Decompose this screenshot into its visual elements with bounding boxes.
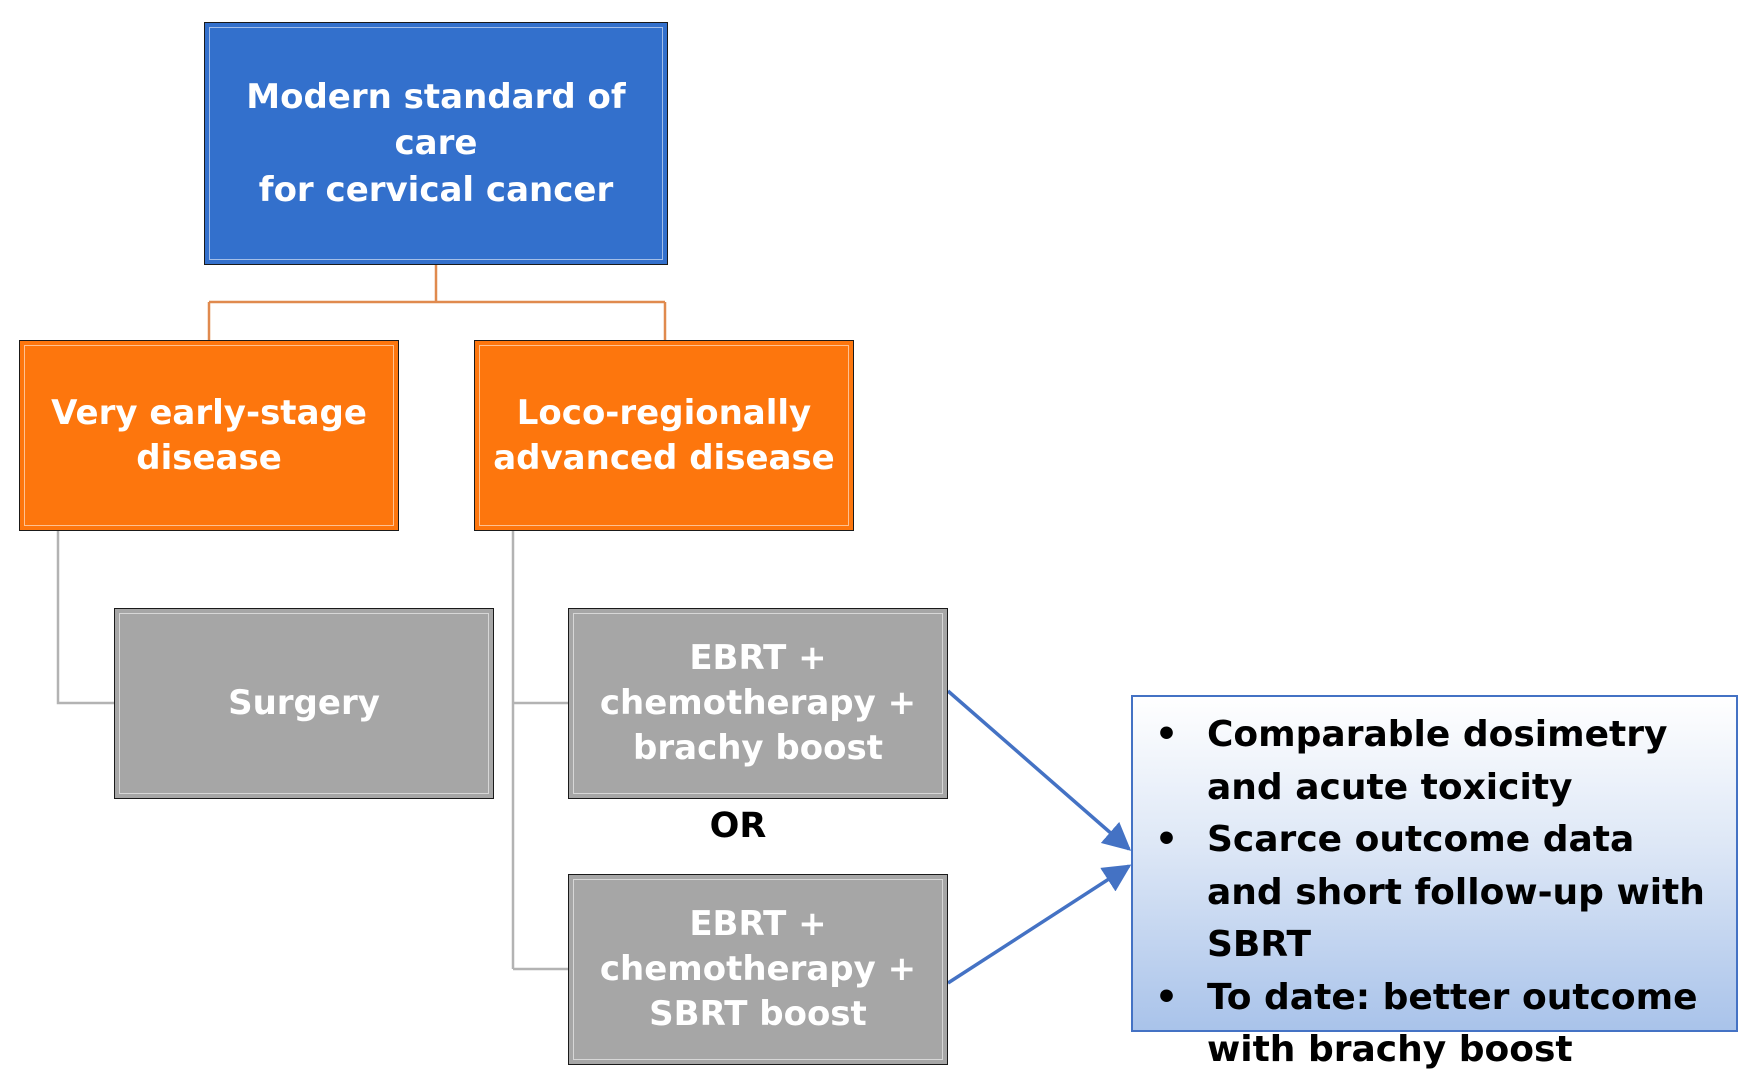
treatment-node-brachy-boost: EBRT + chemotherapy + brachy boost bbox=[568, 608, 948, 799]
branch-node-early-label: Very early-stage disease bbox=[51, 392, 367, 478]
treatment-node-surgery-label: Surgery bbox=[228, 683, 380, 724]
branch-node-advanced: Loco-regionally advanced disease bbox=[474, 340, 854, 531]
treatment-node-sbrt-boost: EBRT + chemotherapy + SBRT boost bbox=[568, 874, 948, 1065]
outcome-item: • Comparable dosimetry and acute toxicit… bbox=[1147, 709, 1720, 814]
outcome-summary-box: • Comparable dosimetry and acute toxicit… bbox=[1131, 695, 1738, 1070]
outcome-item-text: Scarce outcome data and short follow-up … bbox=[1207, 819, 1705, 966]
outcome-item-text: To date: better outcome with brachy boos… bbox=[1207, 976, 1698, 1071]
treatment-node-surgery: Surgery bbox=[114, 608, 494, 799]
bullet-marker: • bbox=[1155, 714, 1179, 755]
branch-node-advanced-label: Loco-regionally advanced disease bbox=[493, 392, 835, 478]
bullet-marker: • bbox=[1155, 976, 1179, 1018]
or-separator-label: OR bbox=[709, 806, 767, 846]
advanced-to-treatments-connector bbox=[511, 531, 568, 971]
treatment-node-brachy-label: EBRT + chemotherapy + brachy boost bbox=[599, 638, 917, 768]
sbrt-to-outcome-arrow bbox=[947, 864, 1132, 985]
bullet-marker: • bbox=[1155, 819, 1179, 861]
treatment-node-sbrt-label: EBRT + chemotherapy + SBRT boost bbox=[599, 904, 917, 1034]
outcome-item-text: Comparable dosimetry and acute toxicity bbox=[1207, 714, 1668, 808]
outcome-item: • Scarce outcome data and short follow-u… bbox=[1147, 814, 1720, 972]
root-to-branches-connector bbox=[207, 265, 667, 340]
root-node-standard-of-care: Modern standard of care for cervical can… bbox=[204, 22, 668, 265]
root-node-label: Modern standard of care for cervical can… bbox=[246, 77, 626, 210]
outcome-item: • To date: better outcome with brachy bo… bbox=[1147, 972, 1720, 1077]
outcome-bullet-list: • Comparable dosimetry and acute toxicit… bbox=[1147, 709, 1720, 1077]
branch-node-early-stage: Very early-stage disease bbox=[19, 340, 399, 531]
brachy-to-outcome-arrow bbox=[946, 689, 1132, 851]
early-to-surgery-connector bbox=[56, 531, 114, 705]
